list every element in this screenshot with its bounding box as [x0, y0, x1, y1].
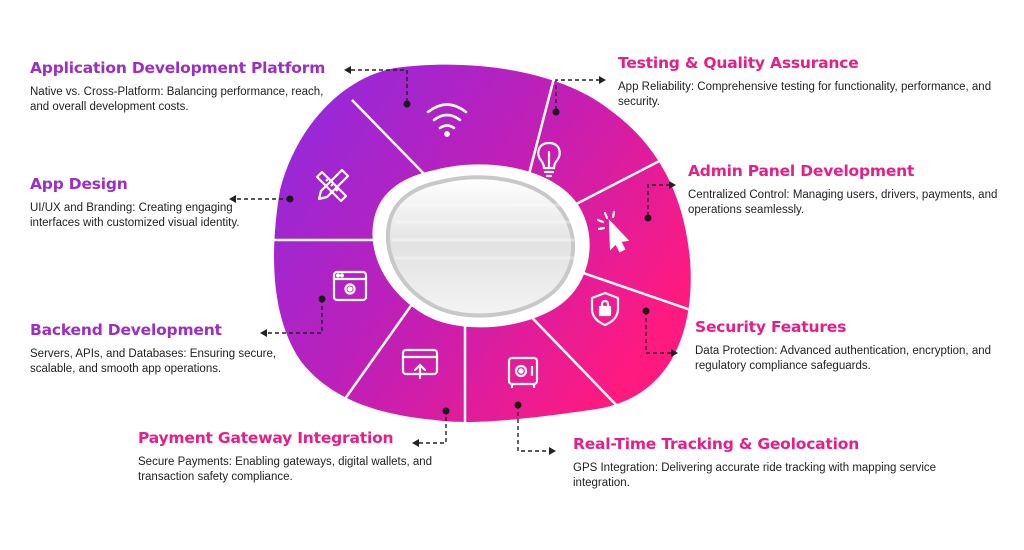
cursor-click-icon: [596, 210, 630, 253]
callout-title: Payment Gateway Integration: [138, 429, 394, 447]
browser-gear-icon: [332, 270, 368, 302]
callout-body: App Reliability: Comprehensive testing f…: [618, 81, 992, 108]
connector-dots: [286, 100, 652, 415]
callout-title: Testing & Quality Assurance: [618, 54, 859, 72]
connector-lines: [235, 69, 672, 452]
callout-admin-panel-development: Admin Panel Development Centralized Cont…: [688, 161, 1008, 218]
callout-testing-quality-assurance: Testing & Quality Assurance App Reliabil…: [618, 53, 1003, 110]
callout-title: Real-Time Tracking & Geolocation: [573, 435, 860, 453]
callout-payment-gateway-integration: Payment Gateway Integration Secure Payme…: [138, 428, 448, 485]
callout-body: Centralized Control: Managing users, dri…: [688, 189, 998, 216]
wifi-icon: [426, 103, 468, 137]
callout-body: Secure Payments: Enabling gateways, digi…: [138, 456, 433, 483]
callout-body: Native vs. Cross-Platform: Balancing per…: [30, 86, 324, 113]
callout-application-development-platform: Application Development Platform Native …: [30, 58, 330, 115]
pencil-ruler-icon: [315, 168, 350, 203]
callout-body: Servers, APIs, and Databases: Ensuring s…: [30, 348, 277, 375]
callout-title: Application Development Platform: [30, 59, 326, 77]
connector-arrowheads: [229, 66, 678, 455]
callout-body: Data Protection: Advanced authentication…: [695, 345, 992, 372]
callout-title: App Design: [30, 175, 128, 193]
callout-title: Security Features: [695, 318, 847, 336]
shield-lock-icon: [590, 291, 620, 327]
callout-security-features: Security Features Data Protection: Advan…: [695, 317, 1010, 374]
callout-real-time-tracking-geolocation: Real-Time Tracking & Geolocation GPS Int…: [573, 434, 953, 491]
safe-gear-icon: [507, 356, 539, 388]
callout-app-design: App Design UI/UX and Branding: Creating …: [30, 174, 245, 231]
center-cushion-inner: [385, 175, 576, 318]
card-upload-icon: [401, 348, 439, 380]
callout-title: Admin Panel Development: [688, 162, 915, 180]
callout-body: UI/UX and Branding: Creating engaging in…: [30, 202, 240, 229]
callout-backend-development: Backend Development Servers, APIs, and D…: [30, 320, 320, 377]
callout-body: GPS Integration: Delivering accurate rid…: [573, 462, 937, 489]
callout-title: Backend Development: [30, 321, 222, 339]
lightbulb-icon: [537, 141, 561, 178]
center-cushion-sheen: [392, 203, 578, 260]
